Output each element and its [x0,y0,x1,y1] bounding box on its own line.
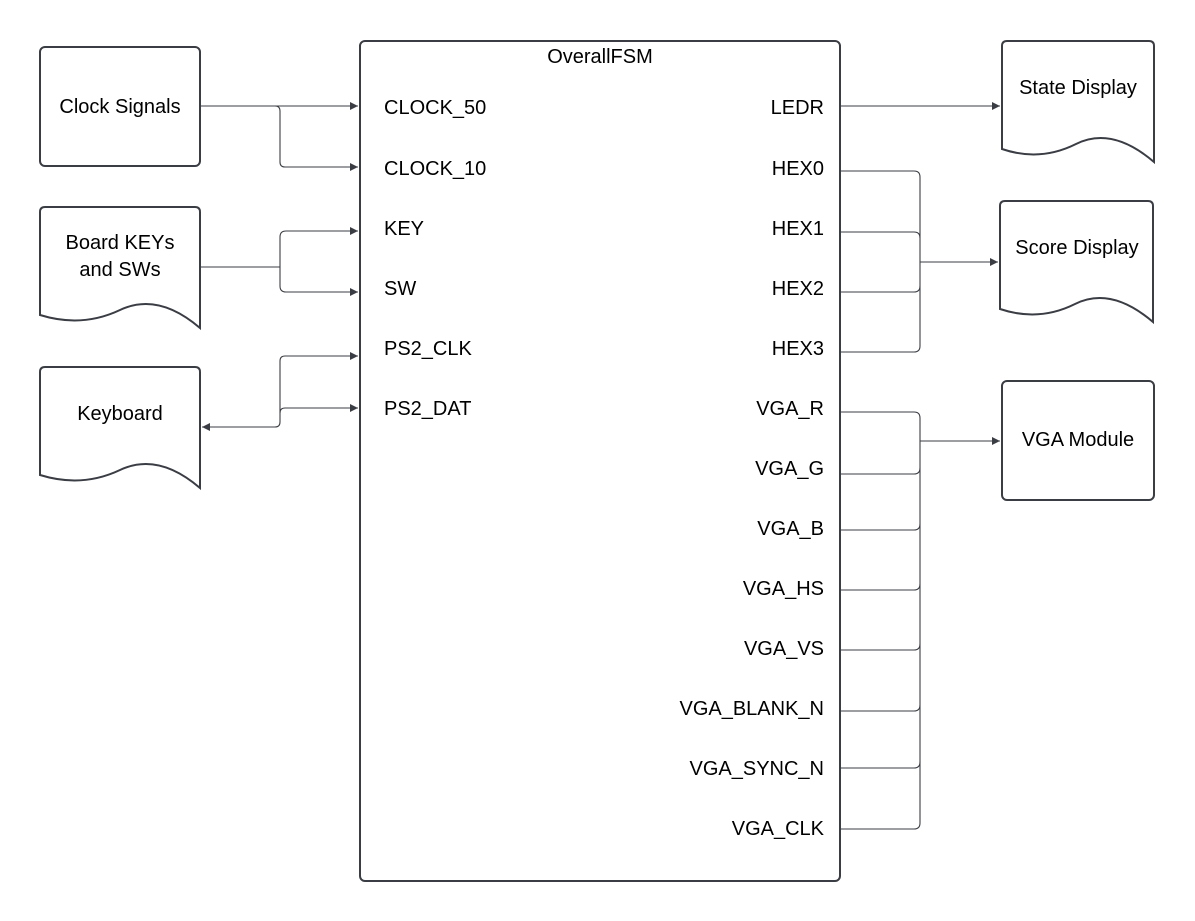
wire-key [279,227,358,267]
wire-keyboard [202,404,358,431]
overall-fsm-block[interactable]: OverallFSM [359,40,841,882]
state-display-label: State Display [1019,77,1137,99]
wire-vga-bus [840,411,921,830]
port-sw: SW [384,278,416,300]
port-vga-b: VGA_B [757,518,824,540]
wire-sw [279,267,358,296]
port-vga-hs: VGA_HS [743,578,824,600]
port-key: KEY [384,218,424,240]
wire-hex2 [840,285,921,293]
port-vga-r: VGA_R [756,398,824,420]
vga-module-block[interactable]: VGA Module [1001,380,1155,501]
left-connectors [200,102,358,431]
right-connectors [840,102,1000,830]
wire-vga-hs [840,583,921,591]
board-keys-block[interactable]: Board KEYs and SWs [39,206,201,331]
wire-vga-g [840,467,921,475]
wire-clock-10 [274,105,358,171]
wire-hex1 [840,231,921,239]
wire-vga-sync-n [840,761,921,769]
board-keys-label-line1: Board KEYs [66,232,175,254]
port-hex2: HEX2 [772,278,824,300]
score-display-label: Score Display [1015,237,1138,259]
clock-signals-label: Clock Signals [59,96,180,118]
port-hex1: HEX1 [772,218,824,240]
output-ports: LEDR HEX0 HEX1 HEX2 HEX3 VGA_R VGA_G VGA… [679,97,824,840]
port-clock-50: CLOCK_50 [384,97,486,119]
wire-vga-blank-n [840,704,921,712]
port-ps2-clk: PS2_CLK [384,338,472,360]
input-ports: CLOCK_50 CLOCK_10 KEY SW PS2_CLK PS2_DAT [384,97,486,420]
wire-hex-bus [840,170,921,353]
vga-module-label: VGA Module [1022,429,1134,451]
wire-vga-b [840,523,921,531]
port-vga-blank-n: VGA_BLANK_N [679,698,824,720]
port-ledr: LEDR [771,97,824,119]
port-vga-vs: VGA_VS [744,638,824,660]
wire-ps2-clk [279,352,358,413]
port-hex3: HEX3 [772,338,824,360]
state-display-block[interactable]: State Display [1001,40,1155,165]
port-clock-10: CLOCK_10 [384,158,486,180]
keyboard-label: Keyboard [77,403,163,425]
port-hex0: HEX0 [772,158,824,180]
clock-signals-block[interactable]: Clock Signals [39,46,201,167]
wire-vga-vs [840,643,921,651]
port-vga-clk: VGA_CLK [732,818,825,840]
port-vga-sync-n: VGA_SYNC_N [690,758,825,780]
board-keys-label-line2: and SWs [79,259,160,281]
score-display-block[interactable]: Score Display [999,200,1154,325]
port-vga-g: VGA_G [755,458,824,480]
port-ps2-dat: PS2_DAT [384,398,471,420]
keyboard-block[interactable]: Keyboard [39,366,201,491]
fsm-title: OverallFSM [547,46,653,68]
